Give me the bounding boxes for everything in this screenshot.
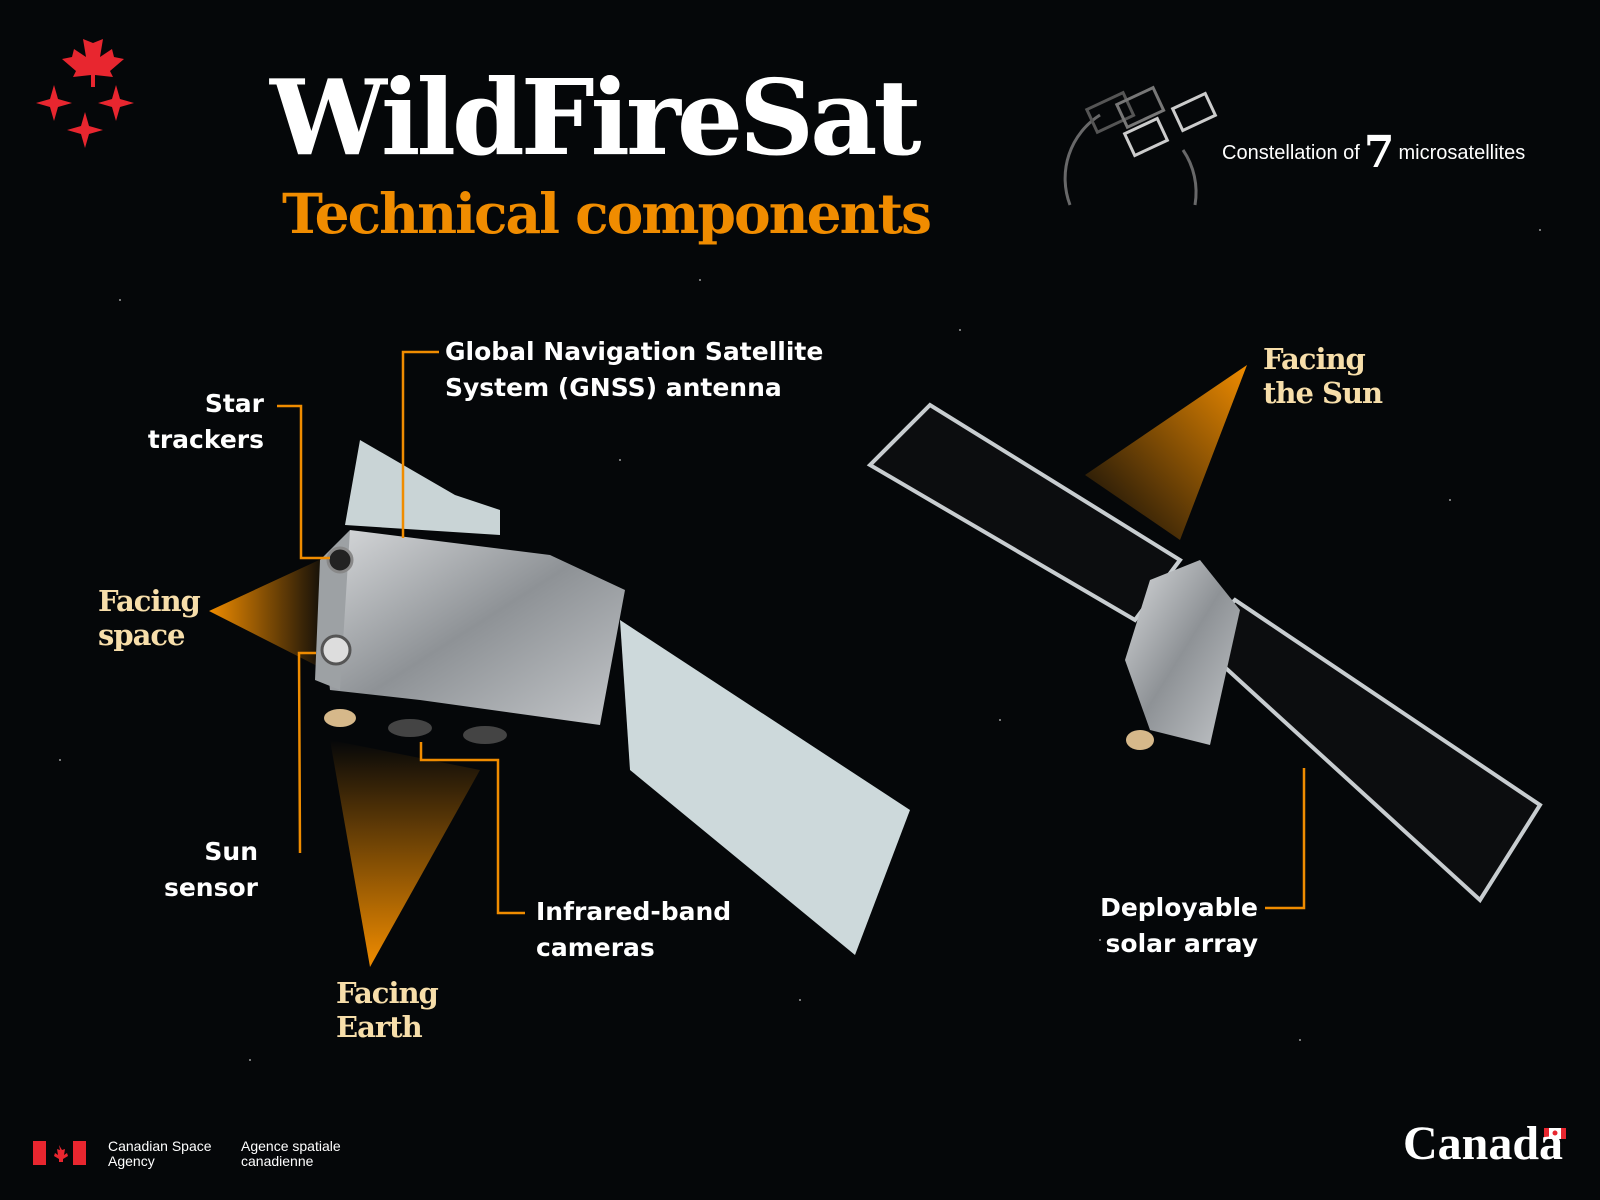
label-infrared-cameras: Infrared-band cameras bbox=[536, 897, 732, 962]
label-facing-space: Facing space bbox=[98, 584, 201, 652]
label-facing-earth: Facing Earth bbox=[336, 976, 439, 1044]
canada-flag-icon bbox=[33, 1141, 86, 1165]
label-star-trackers: Star trackers bbox=[147, 389, 264, 454]
satellite-right bbox=[866, 402, 1543, 904]
facing-earth-cone bbox=[330, 740, 480, 967]
constellation-icon bbox=[1063, 85, 1218, 206]
page-title: WildFireSat bbox=[270, 56, 922, 179]
canada-wordmark: Canada bbox=[1403, 1117, 1564, 1170]
leader-lines bbox=[277, 350, 1306, 915]
constellation-count: 7 bbox=[1363, 127, 1395, 178]
facing-sun-cone bbox=[1085, 365, 1247, 540]
label-facing-sun: Facing the Sun bbox=[1263, 342, 1383, 410]
label-solar-array: Deployable solar array bbox=[1100, 893, 1258, 958]
constellation-prefix: Constellation of bbox=[1222, 142, 1360, 164]
agency-name-fr: Agence spatiale canadienne bbox=[241, 1138, 341, 1169]
constellation-suffix: microsatellites bbox=[1398, 142, 1526, 164]
label-sun-sensor: Sun sensor bbox=[163, 837, 258, 902]
stars bbox=[59, 229, 1541, 1061]
csa-logo-icon bbox=[36, 27, 134, 148]
agency-name-en: Canadian Space Agency bbox=[108, 1138, 212, 1169]
facing-space-cone bbox=[209, 555, 330, 670]
wordmark-flag-icon bbox=[1544, 1128, 1566, 1139]
page-subtitle: Technical components bbox=[282, 181, 932, 246]
label-gnss-antenna: Global Navigation Satellite System (GNSS… bbox=[445, 337, 824, 402]
satellite-left bbox=[315, 440, 910, 955]
